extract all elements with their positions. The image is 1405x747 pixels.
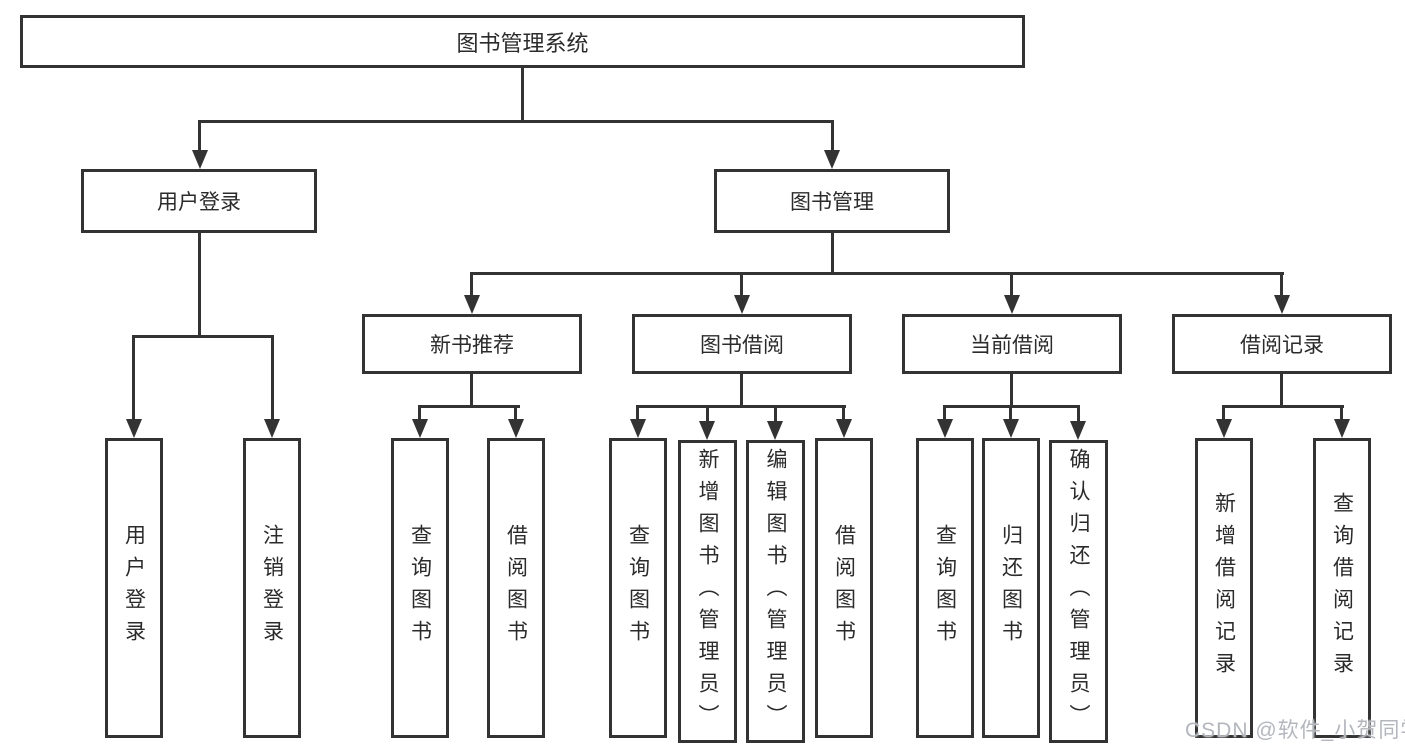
connector-line xyxy=(198,120,834,123)
connector-line xyxy=(774,405,777,422)
connector-line xyxy=(831,233,834,275)
connector-line xyxy=(1280,272,1283,296)
connector-line xyxy=(1010,272,1013,296)
arrow-down-icon xyxy=(264,419,280,438)
arrow-down-icon xyxy=(192,150,208,169)
connector-line xyxy=(198,233,201,338)
arrow-down-icon xyxy=(1003,419,1019,438)
connector-line xyxy=(418,405,421,420)
node-label: 归还图书 xyxy=(999,524,1023,652)
arrow-down-icon xyxy=(937,419,953,438)
node-label: 查询图书 xyxy=(408,524,432,652)
arrow-down-icon xyxy=(824,150,840,169)
node-book-management: 图书管理 xyxy=(714,169,950,233)
node-label: 借阅记录 xyxy=(1240,334,1324,357)
connector-line xyxy=(1010,374,1013,408)
leaf-br-add-borrow-record: 新增借阅记录 xyxy=(1195,438,1253,738)
connector-line xyxy=(470,272,1284,275)
arrow-down-icon xyxy=(508,419,524,438)
node-label: 编辑图书（管理员） xyxy=(764,447,787,736)
connector-line xyxy=(1077,405,1080,422)
connector-line xyxy=(1222,405,1225,420)
leaf-bb-query-books: 查询图书 xyxy=(609,438,667,738)
connector-line xyxy=(271,335,274,419)
arrow-down-icon xyxy=(1274,295,1290,314)
arrow-down-icon xyxy=(836,419,852,438)
connector-line xyxy=(740,272,743,296)
node-label: 借阅图书 xyxy=(504,524,528,652)
leaf-cb-query-books: 查询图书 xyxy=(916,438,974,738)
connector-line xyxy=(132,335,135,419)
node-label: 查询图书 xyxy=(626,524,650,652)
leaf-rec-borrow-books: 借阅图书 xyxy=(487,438,545,738)
node-label: 确认归还（管理员） xyxy=(1067,447,1090,736)
node-label: 注销登录 xyxy=(260,524,284,652)
node-book-borrowing: 图书借阅 xyxy=(632,314,852,374)
connector-line xyxy=(470,272,473,296)
leaf-logout: 注销登录 xyxy=(243,438,301,738)
leaf-cb-return-books: 归还图书 xyxy=(982,438,1040,738)
arrow-down-icon xyxy=(1216,419,1232,438)
connector-line xyxy=(706,405,709,422)
node-label: 用户登录 xyxy=(157,191,241,214)
connector-line xyxy=(418,405,520,408)
leaf-bb-add-books-admin: 新增图书（管理员） xyxy=(678,440,737,743)
connector-line xyxy=(740,374,743,408)
leaf-rec-query-books: 查询图书 xyxy=(391,438,449,738)
connector-line xyxy=(1340,405,1343,420)
node-label: 新增借阅记录 xyxy=(1212,492,1236,684)
connector-line xyxy=(470,374,473,408)
leaf-user-login: 用户登录 xyxy=(105,438,163,738)
arrow-down-icon xyxy=(412,419,428,438)
arrow-down-icon xyxy=(630,419,646,438)
node-new-book-recommendation: 新书推荐 xyxy=(362,314,582,374)
connector-line xyxy=(636,405,639,420)
node-borrowing-records: 借阅记录 xyxy=(1172,314,1392,374)
connector-line xyxy=(198,120,201,151)
node-label: 查询图书 xyxy=(933,524,957,652)
node-label: 图书借阅 xyxy=(700,334,784,357)
connector-line xyxy=(842,405,845,420)
connector-line xyxy=(831,120,834,151)
node-library-system: 图书管理系统 xyxy=(20,15,1025,68)
arrow-down-icon xyxy=(699,421,715,440)
leaf-cb-confirm-return-admin: 确认归还（管理员） xyxy=(1049,440,1108,743)
connector-line xyxy=(1009,405,1012,420)
node-label: 新书推荐 xyxy=(430,334,514,357)
node-user-login: 用户登录 xyxy=(81,169,317,233)
node-label: 图书管理 xyxy=(790,191,874,214)
leaf-bb-edit-books-admin: 编辑图书（管理员） xyxy=(746,440,805,743)
arrow-down-icon xyxy=(464,295,480,314)
arrow-down-icon xyxy=(1004,295,1020,314)
node-label: 图书管理系统 xyxy=(456,30,589,56)
connector-line xyxy=(943,405,946,420)
node-label: 查询借阅记录 xyxy=(1330,492,1354,684)
connector-line xyxy=(521,68,524,122)
node-current-borrowing: 当前借阅 xyxy=(902,314,1122,374)
connector-line xyxy=(636,405,846,408)
arrow-down-icon xyxy=(767,421,783,440)
node-label: 借阅图书 xyxy=(832,524,856,652)
leaf-bb-borrow-books: 借阅图书 xyxy=(815,438,873,738)
connector-line xyxy=(1280,374,1283,408)
csdn-watermark: CSDN @软件_小贺同学 xyxy=(1185,719,1405,742)
arrow-down-icon xyxy=(1334,419,1350,438)
node-label: 当前借阅 xyxy=(970,334,1054,357)
arrow-down-icon xyxy=(1070,421,1086,440)
arrow-down-icon xyxy=(126,419,142,438)
connector-line xyxy=(1222,405,1344,408)
connector-line xyxy=(132,335,274,338)
node-label: 用户登录 xyxy=(122,524,146,652)
arrow-down-icon xyxy=(734,295,750,314)
leaf-br-query-borrow-record: 查询借阅记录 xyxy=(1313,438,1371,738)
node-label: 新增图书（管理员） xyxy=(696,447,719,736)
connector-line xyxy=(514,405,517,420)
